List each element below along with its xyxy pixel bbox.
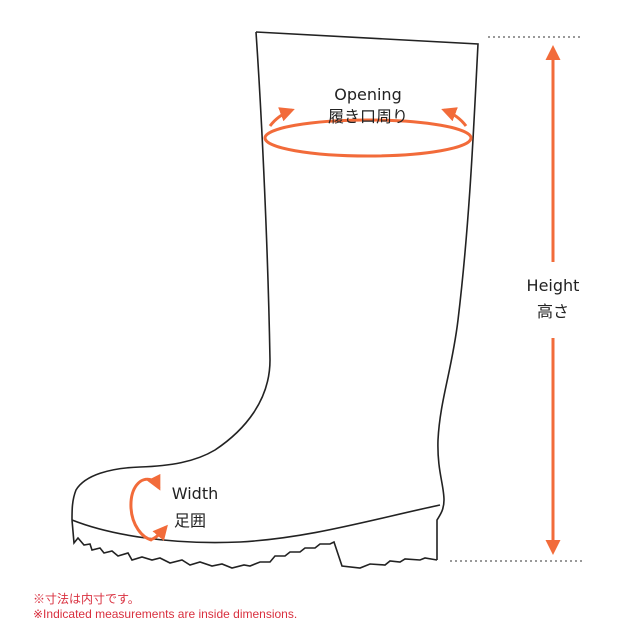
width-arrow-top [146, 473, 161, 491]
width-label: Width 足囲 [160, 483, 230, 532]
height-label: Height 高さ [513, 275, 593, 323]
opening-ellipse [263, 118, 473, 158]
opening-arrow-left [268, 107, 295, 127]
note-ja: ※寸法は内寸です。 [33, 592, 140, 606]
opening-indicator [263, 107, 473, 158]
height-label-ja: 高さ [536, 302, 569, 321]
opening-arrow-right [441, 107, 468, 127]
height-indicator [450, 36, 582, 562]
width-arc [129, 477, 153, 542]
width-label-en: Width [171, 484, 219, 503]
opening-label: Opening 履き口周り [308, 84, 428, 128]
opening-label-en: Opening [334, 85, 402, 104]
note-en: ※Indicated measurements are inside dimen… [33, 607, 298, 621]
height-label-en: Height [526, 276, 580, 295]
width-indicator [129, 473, 168, 542]
boot-outline [71, 31, 479, 569]
width-arrow-bottom [149, 524, 168, 542]
width-label-ja: 足囲 [173, 511, 206, 530]
opening-label-ja: 履き口周り [327, 107, 408, 126]
